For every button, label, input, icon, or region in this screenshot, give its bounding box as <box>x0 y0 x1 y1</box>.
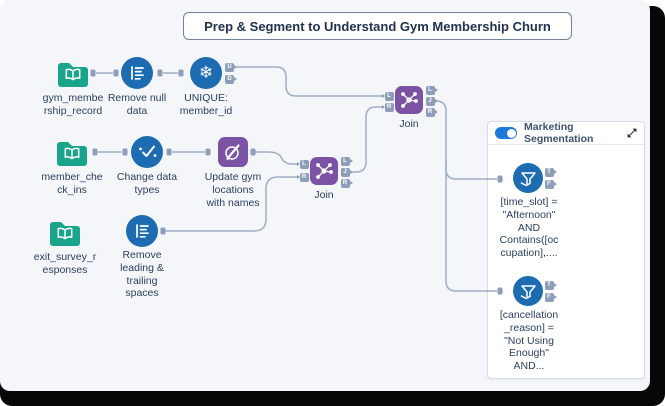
container-toggle[interactable] <box>495 127 517 139</box>
tool-remove-null[interactable] <box>121 57 153 89</box>
join-network-icon <box>316 163 333 179</box>
tool-filter-time-slot[interactable] <box>513 163 543 193</box>
tool-update-gym-locations[interactable] <box>218 137 248 167</box>
anchor-join2-out-r[interactable]: R <box>425 107 438 117</box>
tool-label: Join <box>314 189 334 201</box>
tool-label: Remove null data <box>107 92 167 117</box>
tool-input-gym-membership[interactable] <box>55 57 91 89</box>
join-network-icon <box>401 92 418 108</box>
tool-label: [cancellation _reason] = "Not Using Enou… <box>499 309 559 373</box>
tool-label: exit_survey_r esponses <box>33 251 97 276</box>
snowflake-icon: ❄ <box>198 62 214 82</box>
anchor-join1-out-r[interactable]: R <box>340 178 353 188</box>
connection <box>236 66 384 97</box>
anchor-unique-out-u[interactable]: U <box>225 62 237 72</box>
toggle-knob <box>506 128 516 138</box>
container-title: Marketing Segmentation <box>524 121 594 145</box>
tool-join-1[interactable] <box>310 157 338 185</box>
tool-label: Join <box>399 118 419 130</box>
anchor-join1-in-r[interactable]: R <box>296 172 309 182</box>
tool-unique[interactable]: ❄ <box>190 57 222 89</box>
anchor-join1-out-l[interactable]: L <box>340 156 353 166</box>
container-header: Marketing Segmentation <box>488 121 644 145</box>
connection <box>445 160 497 292</box>
anchor-filter2-out-t[interactable]: T <box>544 280 557 290</box>
tool-label: Update gym locations with names <box>204 171 262 209</box>
find-replace-pen-icon <box>225 144 240 161</box>
data-cleansing-icon <box>131 66 144 80</box>
tool-label: UNIQUE: member_id <box>179 92 233 117</box>
connection <box>435 100 497 180</box>
tool-container-marketing-segmentation[interactable]: Marketing Segmentation <box>487 121 645 379</box>
input-file-icon <box>58 63 88 87</box>
collapse-icon[interactable] <box>627 128 637 138</box>
input-file-icon <box>57 142 87 166</box>
anchor-join1-out-j[interactable]: J <box>340 167 353 177</box>
anchor-filter1-out-t[interactable]: T <box>544 167 557 177</box>
tool-label: [time_slot] = "Afternoon" AND Contains([… <box>499 196 559 260</box>
connection <box>255 151 299 165</box>
tool-label: member_che ck_ins <box>41 171 103 196</box>
anchor-join2-out-j[interactable]: J <box>425 96 438 106</box>
connection <box>351 106 384 173</box>
anchor-unique-out-d[interactable]: D <box>225 74 237 84</box>
anchor-join2-out-l[interactable]: L <box>425 85 438 95</box>
tool-remove-spaces[interactable] <box>126 215 158 247</box>
workflow-canvas[interactable]: Marketing Segmentation <box>0 0 650 391</box>
tool-change-data-types[interactable] <box>131 136 163 168</box>
connection <box>165 176 299 232</box>
connections-layer <box>90 66 503 295</box>
filter-funnel-icon <box>520 172 536 187</box>
workflow-title[interactable]: Prep & Segment to Understand Gym Members… <box>183 12 572 40</box>
anchor-filter2-out-f[interactable]: F <box>544 292 557 302</box>
tool-filter-cancellation[interactable] <box>513 276 543 306</box>
input-file-icon <box>50 222 80 246</box>
select-check-icon <box>139 145 157 157</box>
tool-label: Remove leading & trailing spaces <box>120 249 164 300</box>
anchor-filter1-out-f[interactable]: F <box>544 179 557 189</box>
tool-input-member-checkins[interactable] <box>54 136 90 168</box>
tool-label: gym_membe rship_record <box>42 92 104 117</box>
anchor-join1-in-l[interactable]: L <box>296 159 309 169</box>
anchor-join2-in-r[interactable]: R <box>381 102 394 112</box>
tool-join-2[interactable] <box>395 86 423 114</box>
filter-funnel-icon <box>520 285 536 300</box>
tool-input-exit-survey[interactable] <box>47 216 83 248</box>
data-cleansing-icon <box>136 224 149 238</box>
tool-label: Change data types <box>116 171 178 196</box>
anchor-join2-in-l[interactable]: L <box>381 91 394 101</box>
